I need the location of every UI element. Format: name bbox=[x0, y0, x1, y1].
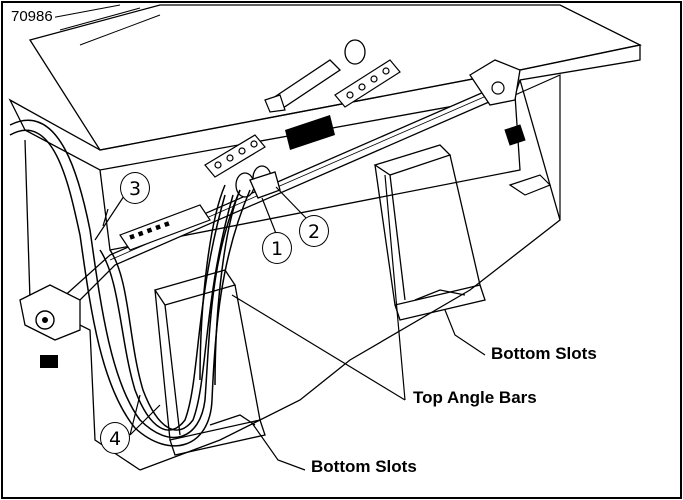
label-bottom-slots-left: Bottom Slots bbox=[311, 457, 417, 476]
coupler-block-top bbox=[334, 59, 401, 108]
coupler-block-mid bbox=[204, 134, 266, 178]
hydraulic-hoses bbox=[9, 119, 251, 447]
side-hose-clamp bbox=[508, 174, 552, 196]
left-decal bbox=[40, 355, 58, 368]
left-slot-bracket bbox=[153, 269, 266, 456]
leader-1 bbox=[261, 197, 278, 237]
callout-2: 2 bbox=[299, 215, 329, 247]
leader-2 bbox=[275, 186, 307, 219]
leader-4b bbox=[129, 394, 141, 436]
label-top-angle-bars: Top Angle Bars bbox=[413, 388, 537, 407]
callout-4: 4 bbox=[100, 422, 130, 454]
leader-3 bbox=[94, 189, 129, 241]
callout-1: 1 bbox=[262, 232, 292, 264]
leader-bottom-slots-left bbox=[251, 422, 306, 471]
right-decal bbox=[504, 124, 526, 146]
bucket-top bbox=[28, 4, 642, 151]
leader-4a bbox=[129, 404, 161, 436]
right-slot-bracket bbox=[373, 144, 486, 321]
bucket-upper-edge bbox=[8, 44, 641, 171]
leader-top-angle-bars-left bbox=[231, 294, 406, 401]
callout-3: 3 bbox=[120, 172, 150, 204]
warning-decal bbox=[285, 115, 335, 150]
label-bottom-slots-right: Bottom Slots bbox=[491, 344, 597, 363]
name-plate bbox=[119, 204, 211, 251]
leader-bottom-slots-right bbox=[444, 309, 486, 356]
leader-lines bbox=[94, 174, 486, 471]
figure-id: 70986 bbox=[9, 8, 55, 25]
leader-top-angle-bars-right bbox=[384, 174, 406, 401]
